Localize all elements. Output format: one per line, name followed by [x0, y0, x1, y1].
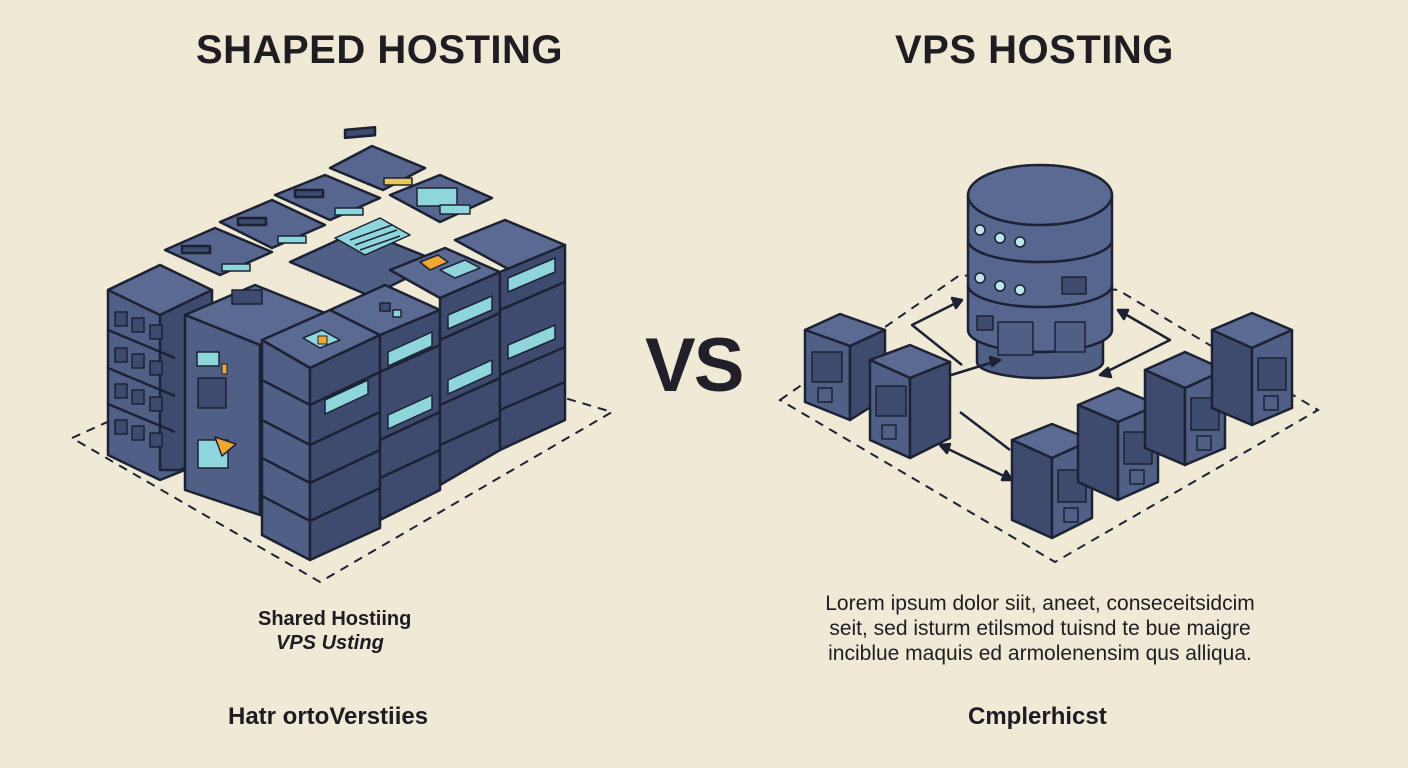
rack-back-1 [328, 125, 427, 192]
shared-caption-secondary: VPS Usting [276, 632, 384, 654]
rack-column-3 [328, 283, 442, 522]
rack-back-4 [163, 226, 274, 277]
vps-description-line: seit, sed isturm etilsmod tuisnd te bue … [829, 617, 1251, 640]
vps-server-2 [868, 343, 952, 460]
shared-caption-primary: Shared Hostiing [258, 608, 412, 630]
rack-front-middle [260, 308, 382, 562]
arrowheads [938, 296, 1130, 482]
rack-back-2 [273, 173, 382, 222]
shared-hosting-title: SHAPED HOSTING [196, 28, 564, 72]
vps-server-5 [1143, 350, 1227, 467]
vps-footer-label: Cmplerhicst [968, 703, 1107, 730]
vps-hosting-title: VPS HOSTING [895, 28, 1174, 72]
vs-label: VS [645, 323, 744, 408]
rack-screen-top [388, 173, 494, 224]
rack-back-3 [218, 198, 327, 250]
rack-column-4 [388, 246, 502, 487]
vps-description: Lorem ipsum dolor siit, aneet, conseceit… [790, 591, 1290, 666]
vps-description-line: Lorem ipsum dolor siit, aneet, conseceit… [825, 592, 1255, 615]
rack-column-5 [453, 218, 567, 452]
vps-description-line: inciblue maquis ed armolenensim qus alli… [828, 642, 1252, 665]
vps-server-6 [1210, 311, 1294, 427]
vps-floor-outline [778, 273, 1320, 564]
shared-footer-label: Hatr ortoVerstiies [228, 703, 429, 730]
central-database-icon [966, 163, 1114, 380]
